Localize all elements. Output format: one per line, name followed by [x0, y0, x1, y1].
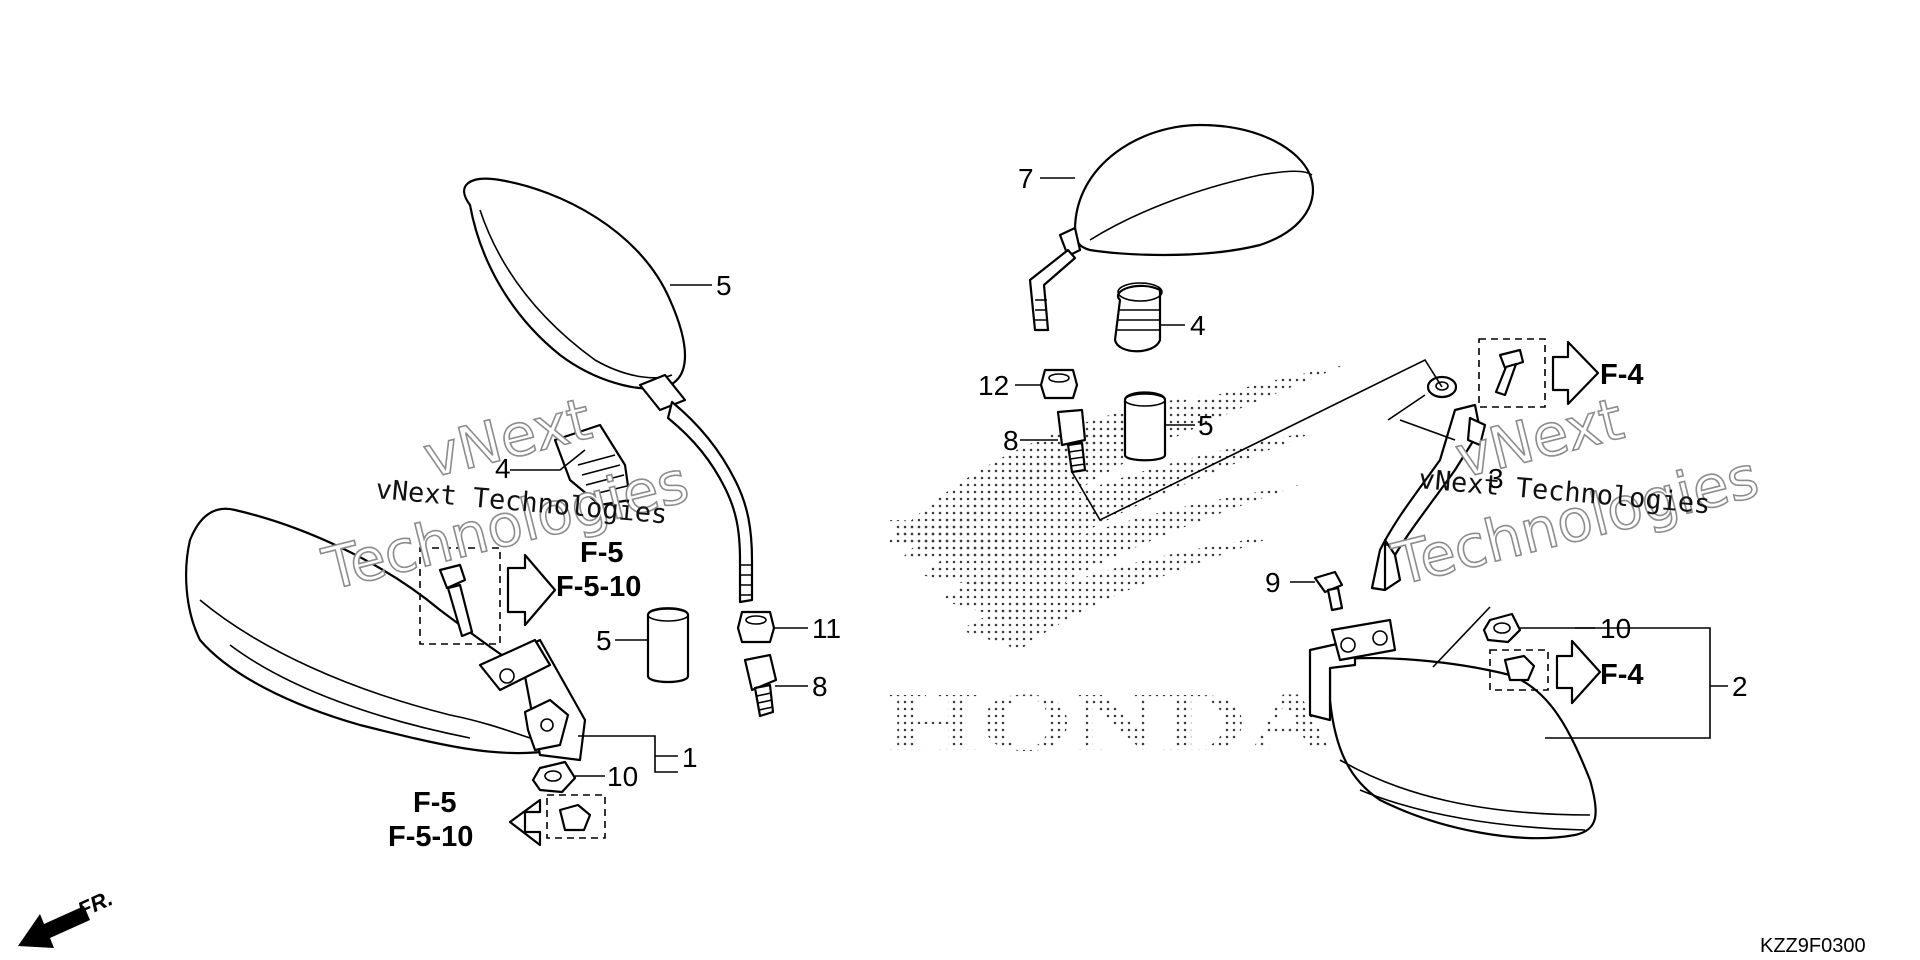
right-bolt-9 [1313, 570, 1344, 612]
honda-logo-text: HONDA [885, 676, 1335, 769]
callout-3: 3 [1488, 463, 1504, 494]
right-nut-10 [1482, 612, 1522, 644]
left-handguard [185, 507, 587, 762]
callout-4-right: 4 [1190, 310, 1206, 341]
left-bolt-8 [743, 653, 778, 718]
callout-7: 7 [1018, 163, 1034, 194]
callout-9: 9 [1265, 567, 1281, 598]
ref-f4-top: F-4 [1600, 359, 1644, 391]
reference-labels: F-5 F-5-10 F-5 F-5-10 F-4 F-4 [388, 359, 1644, 853]
watermark-right: vNext Technologies vNext Technologies [1385, 384, 1766, 600]
right-mirror [1028, 123, 1315, 332]
callout-1: 1 [682, 742, 698, 773]
right-bracket-3 [1370, 403, 1487, 592]
callout-2: 2 [1732, 671, 1748, 702]
left-ref-box-top [419, 547, 557, 645]
left-nut-10 [531, 760, 577, 794]
right-ref-box-mid [1489, 639, 1602, 705]
callout-5-left: 5 [596, 625, 612, 656]
callout-11-left: 11 [812, 613, 841, 644]
right-handguard [1308, 618, 1597, 840]
right-adapter-4 [1113, 282, 1163, 353]
front-direction-arrow: FR. [18, 885, 116, 948]
right-nut-11 [1039, 368, 1079, 400]
callout-8-right: 8 [1003, 425, 1019, 456]
ref-f5-10-top: F-5-10 [556, 571, 641, 603]
left-mirror [463, 177, 754, 604]
ref-f5-bottom: F-5 [413, 787, 457, 819]
callout-11-right: 12 [978, 370, 1009, 401]
callouts: 5 4 5 11 8 1 10 7 4 5 12 8 3 9 10 2 [495, 163, 1748, 792]
callout-4-left: 4 [495, 453, 511, 484]
callout-10-left: 10 [607, 761, 638, 792]
right-spacer-5 [1123, 391, 1167, 462]
leader-lines [510, 177, 1728, 777]
right-bolt-8 [1056, 408, 1087, 474]
callout-5-right: 5 [1198, 410, 1214, 441]
ref-f5-top: F-5 [580, 537, 624, 569]
ref-f4-mid: F-4 [1600, 659, 1644, 691]
honda-wing-logo [885, 365, 1345, 650]
callout-8-left: 8 [812, 671, 828, 702]
right-ref-box-top [1478, 338, 1600, 408]
callout-10-right: 10 [1600, 613, 1631, 644]
callout-6: 5 [716, 270, 732, 301]
ref-f5-10-bottom: F-5-10 [388, 821, 473, 853]
diagram-code: KZZ9F0300 [1760, 935, 1866, 957]
left-spacer-5 [646, 607, 690, 684]
left-nut-11 [736, 610, 776, 644]
left-ref-box-bottom [508, 794, 606, 847]
left-adapter-4 [553, 423, 632, 507]
